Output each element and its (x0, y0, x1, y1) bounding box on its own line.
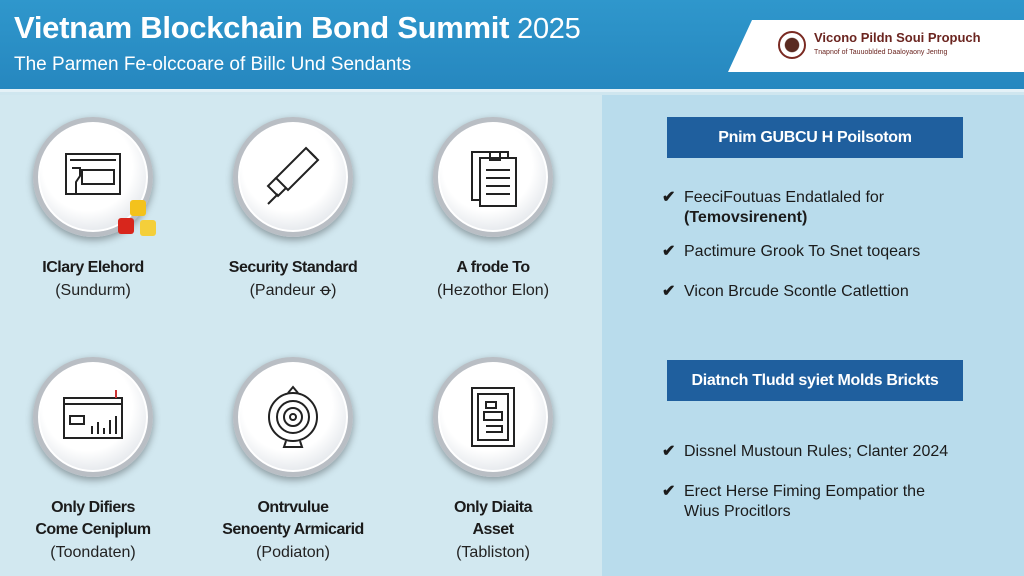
card-title: Security Standard (228, 259, 358, 276)
bullet-item: ✔ Pactimure Grook To Snet toqears (662, 242, 992, 262)
usb-key-icon (233, 117, 353, 237)
card-subtitle: (Toondaten) (50, 544, 136, 561)
section-heading-2: Diatnch Tludd syiet Molds Brickts (667, 360, 963, 401)
title-year: 2025 (517, 13, 581, 45)
card-title: A frode To (456, 259, 530, 276)
feature-card: IClary Elehord (Sundurm) (0, 117, 193, 303)
chat-window-icon (33, 117, 156, 237)
card-subtitle: (Hezothor Elon) (436, 282, 550, 299)
check-icon: ✔ (662, 443, 676, 460)
check-icon: ✔ (662, 283, 676, 300)
clipboard-document-icon (433, 117, 553, 237)
card-title-line2: Come Ceniplum (35, 521, 151, 538)
bullet-text: Vicon Brcude Scontle Catlettion (684, 283, 909, 300)
chart-window-icon (33, 357, 153, 477)
card-title-line1: Ontrvulue (257, 499, 329, 516)
info-panel (602, 95, 1024, 576)
card-title-line1: Only Diaita (453, 499, 533, 516)
feature-card: A frode To (Hezothor Elon) (393, 117, 593, 303)
card-title: IClary Elehord (42, 259, 144, 276)
page-subtitle: The Parmen Fe-olccoare of Billc Und Send… (14, 54, 412, 75)
target-icon (233, 357, 353, 477)
feature-card: Security Standard (Pandeur ꝋ) (193, 117, 393, 303)
digital-document-icon (433, 357, 553, 477)
logo-tagline: Tnapnof of Tauuoblded Daaloyaony Jentng (814, 49, 948, 56)
card-subtitle: (Pandeur ꝋ) (249, 282, 337, 299)
card-title-line2: Asset (472, 521, 514, 538)
card-subtitle: (Tabliston) (456, 544, 530, 561)
bullet-item: ✔ Dissnel Mustoun Rules; Clanter 2024 (662, 442, 992, 462)
card-subtitle: (Podiaton) (256, 544, 330, 561)
check-icon: ✔ (662, 483, 676, 500)
section-heading-1: Pnim GUBCU H Poilsotom (667, 117, 963, 158)
check-icon: ✔ (662, 243, 676, 260)
bullet-item: ✔ FeeciFoutuas Endatlaled for (Temovsirene… (662, 188, 992, 228)
bullet-text: Dissnel Mustoun Rules; Clanter 2024 (684, 443, 949, 460)
bullet-text: Pactimure Grook To Snet toqears (684, 243, 921, 260)
card-subtitle: (Sundurm) (55, 282, 131, 299)
check-icon: ✔ (662, 189, 676, 206)
bullet-item: ✔ Vicon Brcude Scontle Catlettion (662, 282, 992, 302)
logo-name: Vicono Pildn Soui Propuch (814, 30, 981, 45)
bullet-text: Erect Herse Fiming Eompatior the (684, 483, 925, 500)
organizer-logo: Vicono Pildn Soui Propuch Tnapnof of Tau… (728, 20, 1024, 72)
bullet-text-line2: (Temovsirenent) (684, 209, 808, 226)
bullet-text: FeeciFoutuas Endatlaled for (684, 189, 885, 206)
bullet-text-line2: Wius Procitlors (684, 503, 791, 520)
seal-icon (778, 31, 806, 59)
title-text: Vietnam Blockchain Bond Summit (14, 10, 510, 45)
card-title-line2: Senoenty Armicarid (222, 521, 364, 538)
card-title-line1: Only Difiers (51, 499, 135, 516)
